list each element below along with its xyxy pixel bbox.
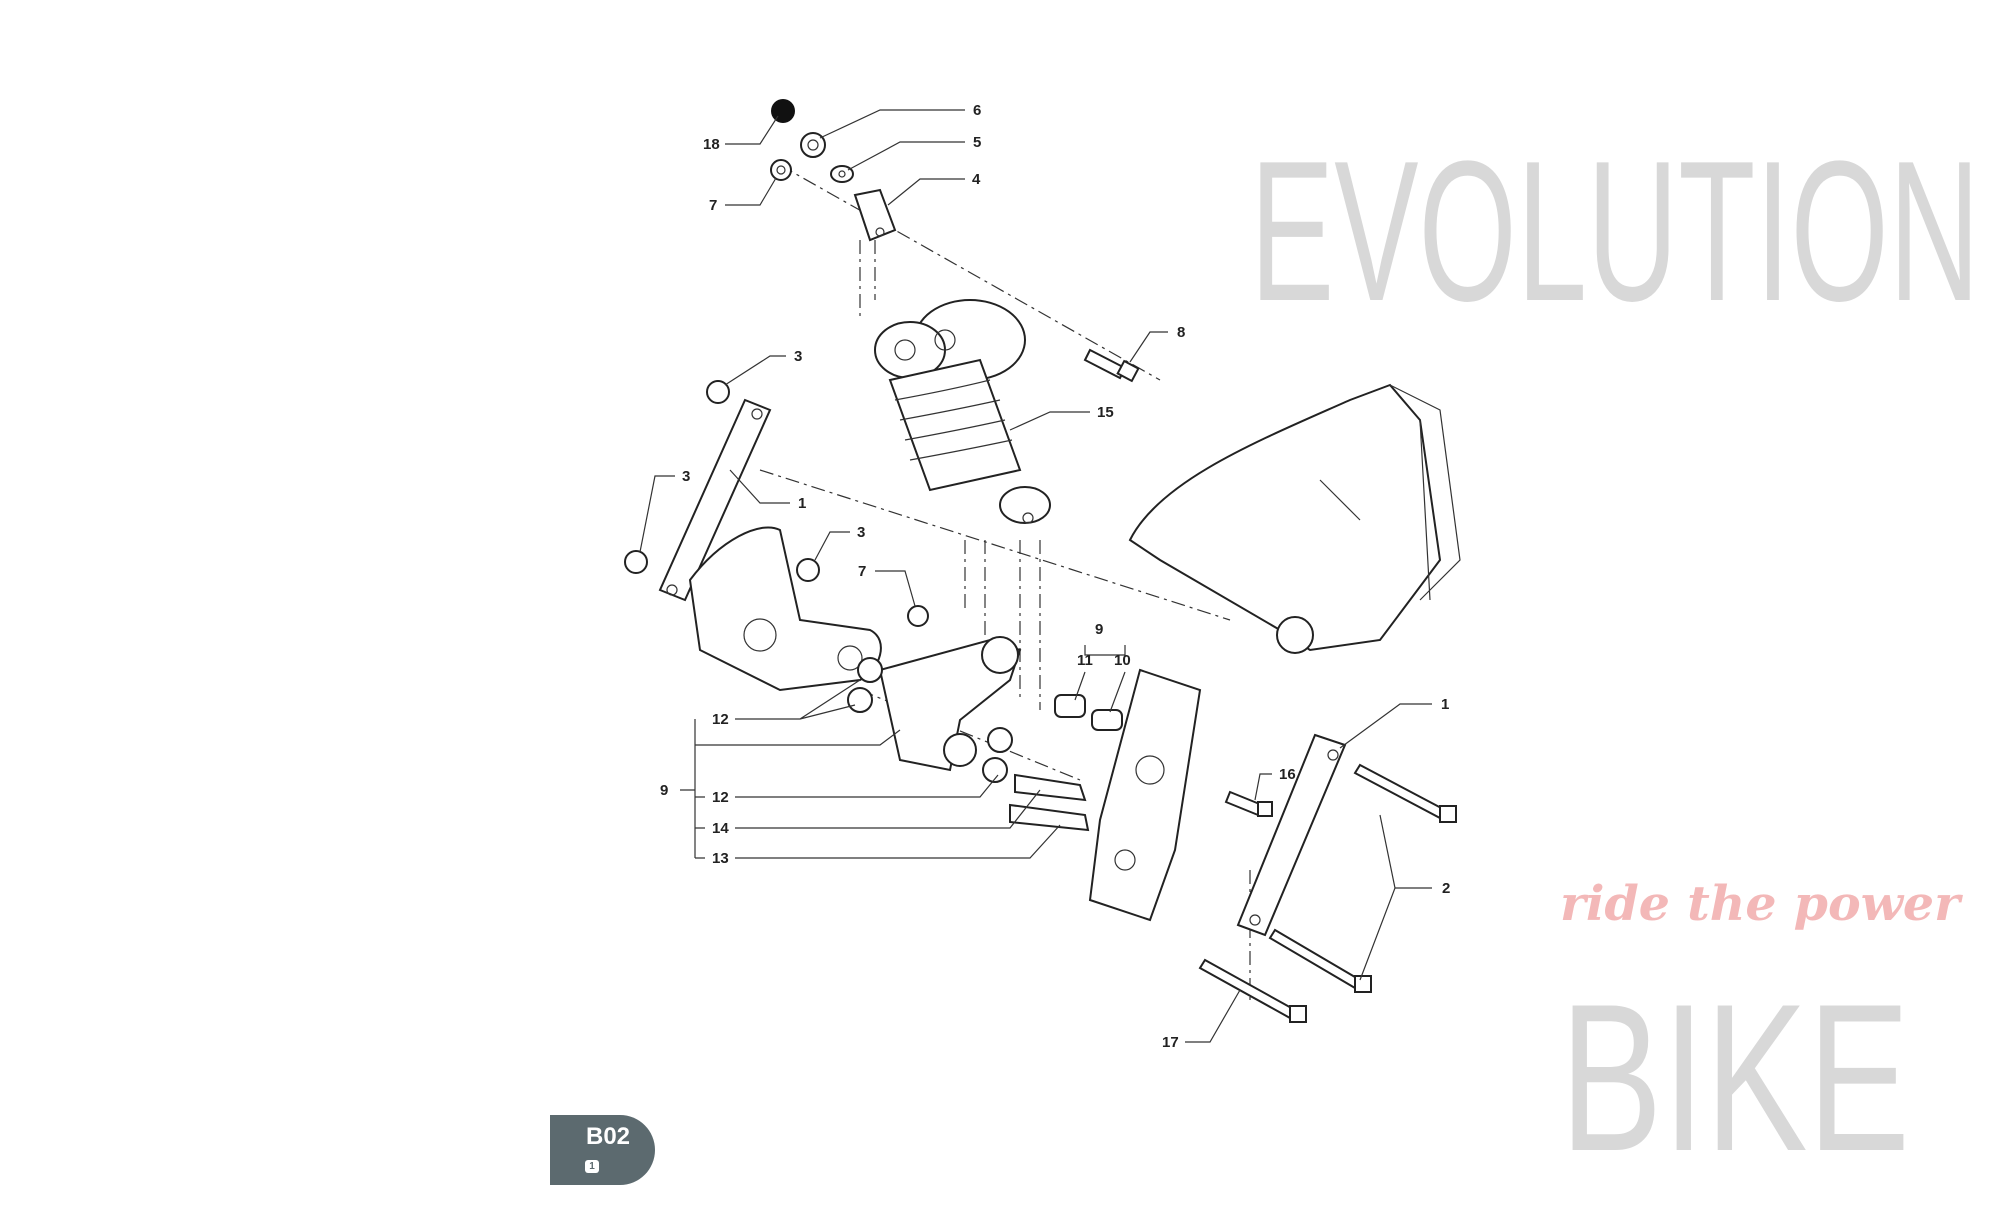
callout-7: 7 — [709, 197, 717, 214]
callout-12: 12 — [712, 711, 729, 728]
callout-3: 3 — [794, 348, 802, 365]
diagram-code-badge: B02 1 — [550, 1115, 655, 1185]
callout-8: 8 — [1177, 324, 1185, 341]
shock-absorber-15 — [874, 299, 1051, 524]
mount-4 — [853, 188, 897, 242]
callout-11: 11 — [1077, 652, 1093, 669]
leader-lines — [639, 109, 1432, 1043]
bolt-17 — [1198, 958, 1307, 1023]
swingarm — [1128, 383, 1461, 654]
frame-bracket-left — [688, 526, 882, 692]
callout-12: 12 — [712, 789, 729, 806]
nut-6 — [800, 132, 826, 158]
diagram-code: B02 — [586, 1123, 631, 1150]
nut-3 — [624, 380, 820, 582]
link-rod-1-right — [1236, 733, 1347, 937]
assembly-axes — [759, 164, 1251, 1000]
callout-2: 2 — [1442, 880, 1450, 897]
callout-5: 5 — [973, 134, 981, 151]
callout-14: 14 — [712, 820, 729, 837]
callout-13: 13 — [712, 850, 729, 867]
callout-4: 4 — [972, 171, 981, 188]
callout-9: 9 — [660, 782, 668, 799]
bolt-16 — [1224, 790, 1273, 817]
bushing-7-top — [770, 159, 792, 181]
bushing-7-mid — [907, 605, 929, 627]
washer-5 — [830, 165, 854, 183]
link-rod-1-left — [658, 398, 772, 602]
callout-10: 10 — [1114, 652, 1131, 669]
bolts-2 — [1268, 763, 1457, 993]
callout-1: 1 — [798, 495, 806, 512]
callout-15: 15 — [1097, 404, 1114, 421]
watermark-bike: BIKE — [1560, 960, 1910, 1195]
bolt-8 — [1083, 348, 1140, 383]
callout-7: 7 — [858, 563, 866, 580]
rocker-linkage-9 — [847, 636, 1123, 832]
frame-bracket-right — [1088, 668, 1202, 922]
callout-18: 18 — [703, 136, 720, 153]
callout-1: 1 — [1441, 696, 1449, 713]
callout-6: 6 — [973, 102, 981, 119]
callout-3: 3 — [682, 468, 690, 485]
sheet-number: 1 — [585, 1160, 599, 1173]
cap-18 — [771, 99, 795, 123]
watermark-tagline: ride the power — [1560, 876, 1964, 932]
watermark-evolution: EVOLUTION — [1250, 120, 1980, 343]
callout-labels: 18 6 5 7 4 8 3 15 3 1 3 7 9 11 10 12 1 1… — [660, 102, 1450, 1051]
callout-9: 9 — [1095, 621, 1103, 638]
callout-3: 3 — [857, 524, 865, 541]
callout-16: 16 — [1279, 766, 1296, 783]
callout-17: 17 — [1162, 1034, 1179, 1051]
